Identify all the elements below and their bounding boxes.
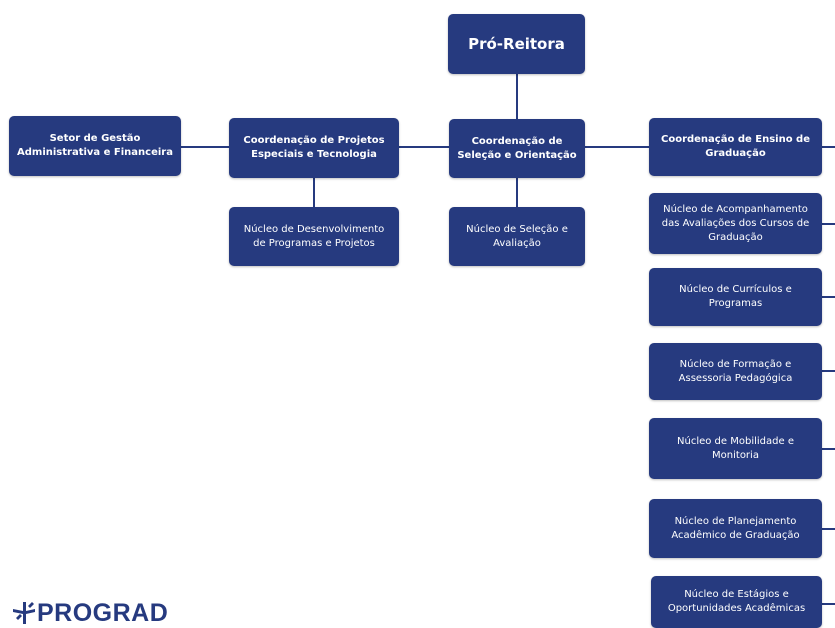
node-nucleo-selecao: Núcleo de Seleção e Avaliação (449, 207, 585, 266)
node-pro-reitora: Pró-Reitora (448, 14, 585, 74)
node-coord-ensino: Coordenação de Ensino de Graduação (649, 118, 822, 176)
node-nucleo-acompanhamento-label: Núcleo de Acompanhamento das Avaliações … (661, 203, 810, 243)
node-coord-selecao: Coordenação de Seleção e Orientação (449, 119, 585, 178)
node-nucleo-planejamento-label: Núcleo de Planejamento Acadêmico de Grad… (671, 515, 800, 541)
node-nucleo-estagios: Núcleo de Estágios e Oportunidades Acadê… (651, 576, 822, 628)
node-nucleo-selecao-label: Núcleo de Seleção e Avaliação (466, 223, 568, 249)
node-setor-gestao-label: Setor de Gestão Administrativa e Finance… (17, 133, 173, 158)
node-nucleo-mobilidade-label: Núcleo de Mobilidade e Monitoria (677, 435, 794, 461)
node-coord-projetos-label: Coordenação de Projetos Especiais e Tecn… (243, 135, 385, 160)
node-nucleo-formacao: Núcleo de Formação e Assessoria Pedagógi… (649, 343, 822, 400)
node-nucleo-acompanhamento: Núcleo de Acompanhamento das Avaliações … (649, 193, 822, 254)
node-nucleo-curriculos: Núcleo de Currículos e Programas (649, 268, 822, 326)
node-pro-reitora-label: Pró-Reitora (468, 35, 565, 53)
node-nucleo-desenvolvimento-label: Núcleo de Desenvolvimento de Programas e… (243, 223, 385, 249)
node-nucleo-desenvolvimento: Núcleo de Desenvolvimento de Programas e… (229, 207, 399, 266)
prograd-logo-text: PROGRAD (37, 598, 169, 627)
node-nucleo-mobilidade: Núcleo de Mobilidade e Monitoria (649, 418, 822, 479)
node-coord-projetos: Coordenação de Projetos Especiais e Tecn… (229, 118, 399, 178)
prograd-logo: PROGRAD (12, 596, 168, 628)
node-nucleo-formacao-label: Núcleo de Formação e Assessoria Pedagógi… (678, 358, 793, 384)
node-nucleo-estagios-label: Núcleo de Estágios e Oportunidades Acadê… (667, 589, 806, 614)
node-nucleo-planejamento: Núcleo de Planejamento Acadêmico de Grad… (649, 499, 822, 558)
node-setor-gestao: Setor de Gestão Administrativa e Finance… (9, 116, 181, 176)
node-nucleo-curriculos-label: Núcleo de Currículos e Programas (679, 284, 792, 309)
node-coord-ensino-label: Coordenação de Ensino de Graduação (660, 134, 810, 159)
prograd-star-icon (13, 602, 35, 624)
node-coord-selecao-label: Coordenação de Seleção e Orientação (457, 135, 577, 161)
